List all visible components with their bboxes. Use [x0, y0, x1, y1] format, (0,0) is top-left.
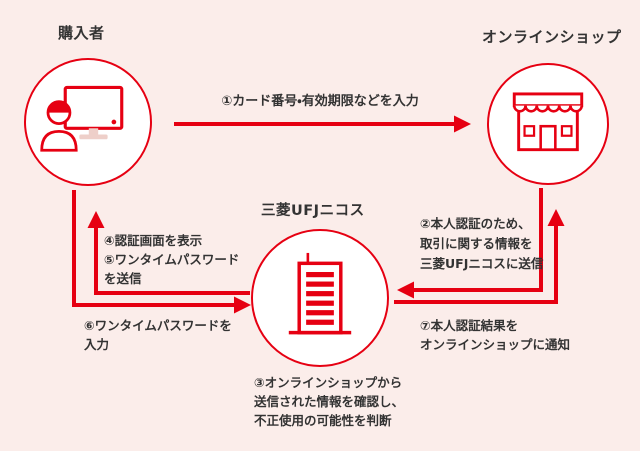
step45-label: ④認証画面を表示 ⑤ワンタイムパスワード を送信 [104, 231, 239, 288]
shop-node [487, 63, 609, 185]
step3-line: 送信された情報を確認し、 [254, 394, 405, 409]
step6-label: ⑥ワンタイムパスワードを 入力 [84, 316, 232, 354]
nicos-title: 三菱UFJニコス [261, 203, 365, 219]
step3-label: ③オンラインショップから 送信された情報を確認し、 不正使用の可能性を判断 [254, 373, 404, 430]
step45-line: ⑤ワンタイムパスワード [104, 252, 240, 267]
buyer-node [24, 58, 152, 186]
person-at-computer-icon [40, 85, 124, 152]
office-building-icon [288, 252, 352, 335]
step2-label: ②本人認証のため、 取引に関する情報を 三菱UFJニコスに送信 [420, 214, 543, 274]
arrow-step1 [174, 115, 471, 133]
shop-title: オンラインショップ [482, 28, 622, 46]
step6-line: ⑥ワンタイムパスワードを [84, 318, 232, 333]
step1-label: ①カード番号・有効期限などを入力 [221, 92, 418, 111]
nicos-node [251, 229, 389, 367]
step7-line: オンラインショップに通知 [420, 337, 571, 352]
step45-line: を送信 [104, 271, 142, 286]
step45-line: ④認証画面を表示 [104, 233, 203, 248]
step2-line: 取引に関する情報を [420, 236, 533, 251]
step7-line: ⑦本人認証結果を [420, 318, 519, 333]
step2-line: ②本人認証のため、 [420, 216, 531, 231]
buyer-title: 購入者 [58, 24, 105, 42]
step2-line: 三菱UFJニコスに送信 [420, 256, 544, 271]
step6-line: 入力 [84, 337, 110, 352]
step3-line: ③オンラインショップから [254, 375, 403, 390]
step3-line: 不正使用の可能性を判断 [254, 413, 392, 428]
step1-line: ①カード番号・有効期限などを入力 [221, 94, 419, 109]
storefront-icon [512, 92, 584, 152]
step7-label: ⑦本人認証結果を オンラインショップに通知 [420, 316, 570, 354]
